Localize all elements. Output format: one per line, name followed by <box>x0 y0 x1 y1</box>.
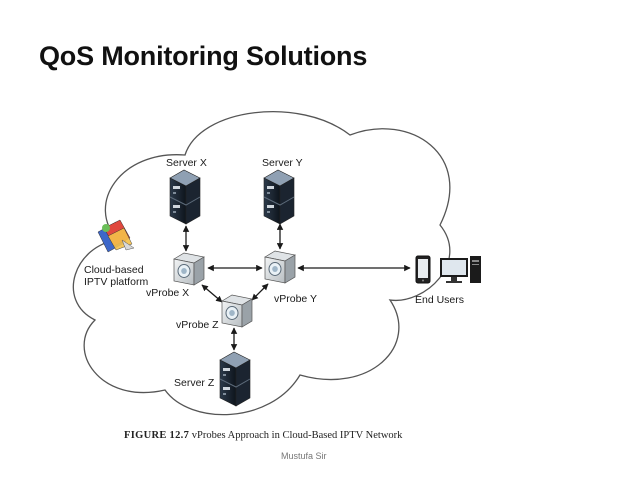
vprobe-z-icon <box>221 294 253 328</box>
slide-title: QoS Monitoring Solutions <box>39 41 368 71</box>
link-vprobe-y-vprobe-z <box>251 283 269 301</box>
figure-caption: FIGURE 12.7 vProbes Approach in Cloud-Ba… <box>124 430 402 441</box>
server-x-icon <box>169 169 201 225</box>
link-vprobe-x-vprobe-z <box>201 284 223 303</box>
figure-caption-label: FIGURE 12.7 <box>124 430 190 441</box>
vprobe-y-icon <box>264 250 296 284</box>
vprobe-x-icon <box>173 252 205 286</box>
platform-label-line2: IPTV platform <box>84 276 148 288</box>
iptv-platform-icon <box>97 219 135 253</box>
server-x-label: Server X <box>166 157 207 169</box>
server-y-icon <box>263 169 295 225</box>
server-z-label: Server Z <box>174 377 215 389</box>
server-y-label: Server Y <box>262 157 303 169</box>
figure-caption-text: vProbes Approach in Cloud-Based IPTV Net… <box>191 430 403 441</box>
phone-icon <box>415 255 431 284</box>
desktop-computer-icon <box>440 256 481 283</box>
platform-label-line1: Cloud-based <box>84 264 144 276</box>
vprobe-x-label: vProbe X <box>146 287 189 299</box>
vprobe-z-label: vProbe Z <box>176 319 219 331</box>
slide-footer: Mustufa Sir <box>281 451 327 461</box>
end-users-label: End Users <box>415 294 464 306</box>
cloud-shape <box>72 111 451 416</box>
vprobe-y-label: vProbe Y <box>274 293 317 305</box>
server-z-icon <box>219 351 251 407</box>
